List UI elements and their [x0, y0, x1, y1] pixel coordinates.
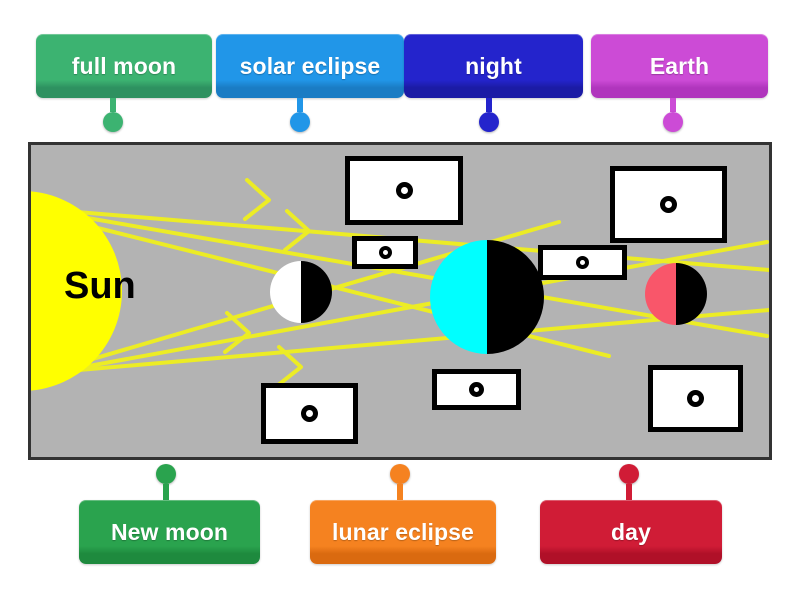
connector-knob[interactable] — [103, 112, 123, 132]
earth-lit-half — [430, 240, 487, 354]
connector-stem — [297, 98, 303, 112]
connector-stem — [110, 98, 116, 112]
moon-new — [270, 261, 332, 323]
drop-target-ring-icon — [660, 196, 677, 213]
drop-target-ring-icon — [469, 382, 484, 397]
drop-box-7[interactable] — [648, 365, 743, 432]
label-chip-text: night — [465, 52, 522, 79]
connector-stem — [163, 484, 169, 500]
label-chip-text: Earth — [649, 52, 710, 79]
drop-target-ring-icon — [301, 405, 318, 422]
connector-knob[interactable] — [479, 112, 499, 132]
label-chip-full-moon[interactable]: full moon — [36, 34, 212, 98]
connector-stem — [670, 98, 676, 112]
connector-knob[interactable] — [619, 464, 639, 484]
connector-new-moon — [155, 464, 177, 500]
label-chip-earth[interactable]: Earth — [591, 34, 768, 98]
connector-stem — [397, 484, 403, 500]
diagram-frame: Sun — [28, 142, 772, 460]
label-chip-day[interactable]: day — [540, 500, 722, 564]
connector-stem — [486, 98, 492, 112]
drop-target-ring-icon — [576, 256, 589, 269]
label-chip-solar-eclipse[interactable]: solar eclipse — [216, 34, 404, 98]
connector-knob[interactable] — [663, 112, 683, 132]
connector-solar-eclipse — [289, 98, 311, 132]
label-chip-text: full moon — [71, 52, 177, 79]
label-chip-text: solar eclipse — [239, 52, 381, 79]
connector-earth — [662, 98, 684, 132]
drop-box-1[interactable] — [345, 156, 463, 225]
label-chip-lunar-eclipse[interactable]: lunar eclipse — [310, 500, 496, 564]
drop-box-5[interactable] — [261, 383, 358, 444]
drop-box-6[interactable] — [432, 369, 521, 410]
moon-full — [645, 263, 707, 325]
drop-box-3[interactable] — [610, 166, 727, 243]
connector-night — [478, 98, 500, 132]
drop-target-ring-icon — [378, 246, 392, 259]
sun-label: Sun — [64, 265, 136, 307]
label-chip-text: New moon — [110, 518, 229, 545]
label-chip-text: day — [611, 518, 651, 545]
moon-full-lit-half — [645, 263, 676, 325]
moon-full-dark-half — [676, 263, 707, 325]
connector-stem — [626, 484, 632, 500]
drop-box-4[interactable] — [538, 245, 627, 280]
moon-new-lit-half — [270, 261, 301, 323]
label-chip-night[interactable]: night — [404, 34, 583, 98]
connector-knob[interactable] — [390, 464, 410, 484]
connector-day — [618, 464, 640, 500]
label-chip-new-moon[interactable]: New moon — [79, 500, 260, 564]
drop-target-ring-icon — [687, 390, 704, 407]
label-chip-text: lunar eclipse — [332, 518, 474, 545]
connector-knob[interactable] — [156, 464, 176, 484]
moon-new-dark-half — [301, 261, 332, 323]
drop-box-2[interactable] — [352, 236, 418, 269]
connector-knob[interactable] — [290, 112, 310, 132]
connector-lunar-eclipse — [389, 464, 411, 500]
earth — [430, 240, 544, 354]
connector-full-moon — [102, 98, 124, 132]
drop-target-ring-icon — [395, 182, 413, 199]
earth-dark-half — [487, 240, 544, 354]
